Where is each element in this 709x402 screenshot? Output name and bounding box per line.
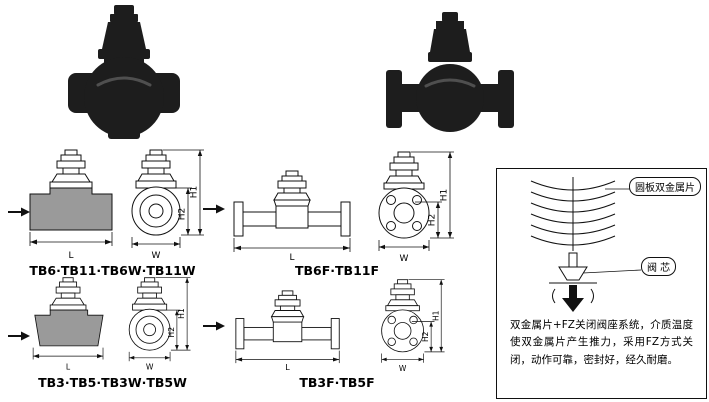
drawing-threaded-front-row2: W H1 H2 [128,277,191,372]
series-label-row1-threaded: TB6·TB11·TB6W·TB11W [29,263,196,278]
callout-valve-core: 阀 芯 [641,257,677,276]
dim-label-h2: H2 [421,331,430,342]
dim-label-h1: H1 [190,186,200,199]
dim-label-h1: H1 [440,189,450,202]
variant-arrow-icon [203,321,225,331]
mechanism-description: 双金属片+FZ关闭阀座系统，介质温度使双金属片产生推力，采用FZ方式关闭，动作可… [510,319,693,366]
bimetal-stack-drawing [530,177,642,312]
flanged-trap-image [386,12,514,132]
drawing-threaded-side-row1: L [29,149,113,261]
photo-flanged-trap [386,12,514,148]
dim-label-w: W [152,251,161,261]
dim-label-h2: H2 [428,214,438,227]
series-label-row2-threaded: TB3·TB5·TB3W·TB5W [38,375,187,390]
dim-label-h2: H2 [178,208,188,221]
dim-label-w: W [399,364,407,372]
dim-label-l: L [289,253,294,262]
series-label-row1-flanged: TB6F·TB11F [294,263,380,278]
drawing-flanged-side-row1: L [233,170,351,262]
dim-label-h1: H1 [177,308,186,319]
dim-label-w: W [146,363,154,372]
drawing-threaded-side-row2: L [32,277,104,372]
photo-threaded-trap [68,5,180,149]
dim-label-l: L [285,363,290,372]
dim-label-h2: H2 [167,327,176,338]
callout-bimetal-disc: 圆板双金属片 [629,177,701,196]
flow-arrow-icon [8,331,30,341]
dim-label-l: L [68,251,73,261]
drawing-flanged-front-row1: W H1 H2 [378,151,454,262]
series-label-row2-flanged: TB3F·TB5F [299,375,375,390]
dim-label-h1: H1 [431,310,440,321]
variant-arrow-icon [203,204,225,214]
flow-arrow-icon [8,207,30,217]
drawing-flanged-front-row2: W H1 H2 [381,279,445,372]
drawing-threaded-front-row1: W H1 H2 [131,149,204,261]
drawing-flanged-side-row2: L [235,290,340,372]
threaded-trap-image [68,5,180,139]
mechanism-detail-box: 圆板双金属片 阀 芯 双金属片+FZ关闭阀座系统，介质温度使双金属片产生推力，采… [496,168,707,399]
dim-label-l: L [66,363,71,372]
dim-label-w: W [400,254,409,262]
